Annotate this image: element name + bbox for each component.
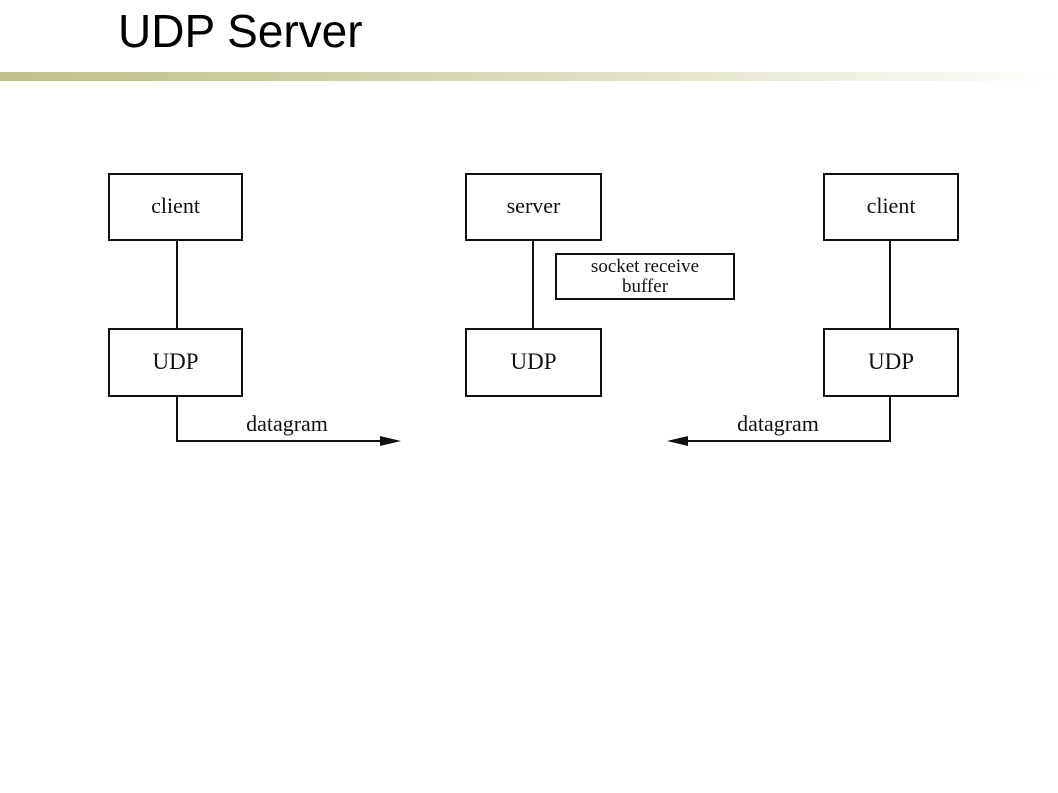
right-client-box: [823, 173, 959, 241]
socket-receive-buffer-label-line2: buffer: [622, 276, 669, 297]
left-client-stack: client UDP: [108, 173, 243, 397]
left-client-label: client: [151, 193, 200, 218]
server-udp-box: [465, 328, 602, 397]
right-udp-label: UDP: [868, 349, 914, 374]
right-datagram-label: datagram: [737, 411, 819, 436]
right-udp-box: [823, 328, 959, 397]
slide-title: UDP Server: [118, 5, 363, 57]
right-datagram-line: [686, 396, 891, 442]
left-arrowhead: [380, 436, 401, 446]
left-datagram-arrow: datagram: [176, 396, 401, 446]
right-datagram-arrow: datagram: [667, 396, 891, 446]
right-client-stack: client UDP: [823, 173, 959, 397]
left-udp-box: [108, 328, 243, 397]
left-datagram-line: [176, 396, 382, 442]
server-udp-label: UDP: [510, 349, 556, 374]
server-label: server: [507, 193, 561, 218]
socket-receive-buffer-box: [555, 253, 735, 300]
right-arrowhead: [667, 436, 688, 446]
right-client-label: client: [867, 193, 916, 218]
server-stack: server socket receive buffer UDP: [465, 173, 735, 397]
left-udp-label: UDP: [152, 349, 198, 374]
title-rule: [0, 72, 1058, 81]
left-datagram-label: datagram: [246, 411, 328, 436]
socket-receive-buffer-label-line1: socket receive: [591, 256, 699, 277]
left-client-box: [108, 173, 243, 241]
